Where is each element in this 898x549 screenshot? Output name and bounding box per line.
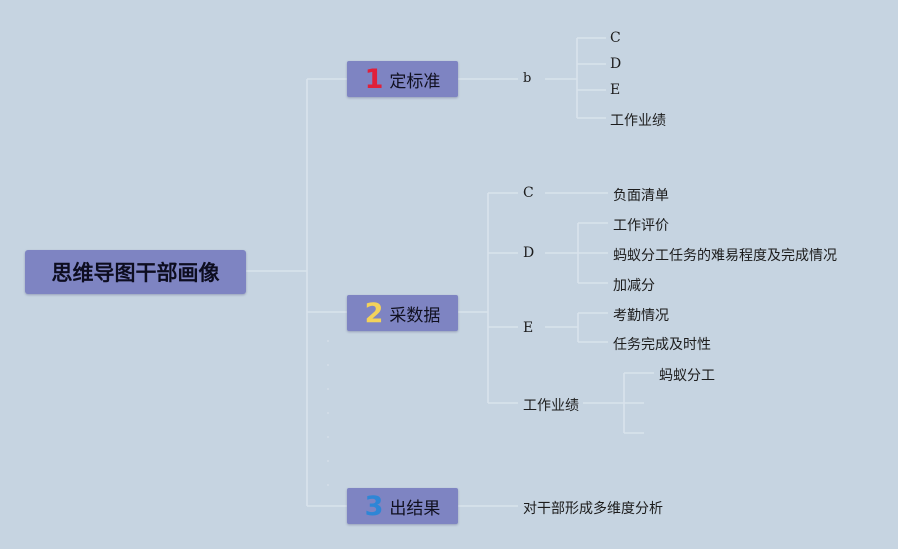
node-1-b-d[interactable]: D — [610, 56, 622, 72]
node-2-e[interactable]: E — [523, 320, 534, 336]
node-2-d-work-evaluation[interactable]: 工作评价 — [613, 218, 669, 234]
node-2-e-timeliness[interactable]: 任务完成及时性 — [613, 337, 711, 353]
branch-label-2: 采数据 — [389, 305, 441, 326]
node-3-multidim-analysis[interactable]: 对干部形成多维度分析 — [523, 501, 663, 517]
node-2-c[interactable]: C — [523, 185, 534, 201]
node-2-work-performance[interactable]: 工作业绩 — [523, 398, 579, 414]
branch-node-2[interactable]: 2 采数据 — [347, 295, 458, 331]
root-node[interactable]: 思维导图干部画像 — [25, 250, 246, 294]
root-label: 思维导图干部画像 — [51, 261, 220, 285]
branch-number-1: 1 — [364, 63, 384, 95]
node-1-b[interactable]: b — [523, 71, 532, 86]
node-1-b-c[interactable]: C — [610, 30, 621, 46]
branch-label-1: 定标准 — [389, 71, 441, 92]
node-2-work-ant-division[interactable]: 蚂蚁分工 — [659, 368, 715, 384]
branch-node-3[interactable]: 3 出结果 — [347, 488, 458, 524]
branch-label-3: 出结果 — [389, 498, 441, 519]
node-2-d[interactable]: D — [523, 245, 535, 261]
node-2-d-task-difficulty[interactable]: 蚂蚁分工任务的难易程度及完成情况 — [613, 248, 837, 264]
node-2-c-negative-list[interactable]: 负面清单 — [613, 188, 669, 204]
node-2-d-bonus-penalty[interactable]: 加减分 — [613, 278, 655, 294]
node-2-e-attendance[interactable]: 考勤情况 — [613, 308, 669, 324]
branch-number-2: 2 — [364, 297, 384, 329]
branch-node-1[interactable]: 1 定标准 — [347, 61, 458, 97]
node-1-b-work-performance[interactable]: 工作业绩 — [610, 113, 666, 129]
branch-number-3: 3 — [364, 490, 384, 522]
node-1-b-e[interactable]: E — [610, 82, 621, 98]
